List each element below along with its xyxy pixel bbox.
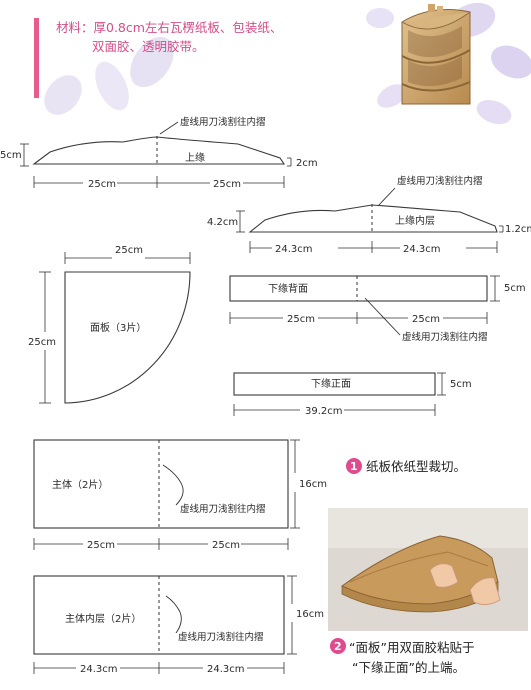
svg-text:25cm: 25cm — [213, 179, 241, 190]
materials-line1: 材料：厚0.8cm左右瓦楞纸板、包装纸、 — [56, 20, 282, 35]
dim-main-body-inner-width: 24.3cm 24.3cm — [33, 662, 285, 675]
fold-note-upper-edge-inner: 虚线用刀浅割往内摺 — [397, 175, 483, 187]
dim-face-panel-width: 25cm — [64, 245, 191, 264]
svg-text:25cm: 25cm — [212, 540, 240, 551]
dim-lower-edge-front-height: 5cm — [437, 372, 472, 396]
dim-main-body-height: 16cm — [290, 439, 327, 529]
svg-text:5cm: 5cm — [450, 379, 472, 390]
label-upper-edge: 上缘 — [185, 151, 205, 164]
dim-lower-edge-front-width: 39.2cm — [233, 404, 436, 417]
svg-text:16cm: 16cm — [299, 479, 327, 490]
fold-note-upper-edge: 虚线用刀浅割往内摺 — [180, 116, 266, 128]
shelf-photo — [401, 4, 471, 105]
pattern-upper-edge: 上缘 — [32, 136, 286, 165]
materials-line2: 双面胶、透明胶带。 — [92, 39, 205, 54]
step-2-badge — [330, 638, 346, 654]
leader-main-body — [162, 464, 184, 506]
fold-note-main-body-inner: 虚线用刀浅割往内摺 — [178, 631, 264, 643]
svg-text:24.3cm: 24.3cm — [275, 244, 313, 255]
dim-upper-edge-inner-height: 4.2cm — [207, 210, 245, 233]
dim-upper-edge-step: 2cm — [287, 157, 318, 169]
leader-main-body-inner — [165, 595, 182, 634]
svg-text:16cm: 16cm — [296, 609, 324, 620]
step-1-badge — [346, 458, 362, 474]
step-1: 1 纸板依纸型裁切。 — [346, 458, 466, 474]
dim-lower-edge-back-width: 25cm 25cm — [229, 312, 488, 325]
dim-upper-edge-width: 25cm 25cm — [33, 176, 285, 190]
pattern-main-body: 主体（2片） — [33, 439, 289, 529]
svg-text:1.2cm: 1.2cm — [505, 224, 531, 235]
svg-text:39.2cm: 39.2cm — [305, 406, 343, 417]
pattern-upper-edge-inner: 上缘内层 — [248, 204, 498, 233]
label-face-panel: 面板（3片） — [90, 321, 146, 334]
decorative-background — [44, 2, 531, 125]
step-2-photo — [328, 508, 528, 631]
step-1-number: 1 — [350, 460, 358, 473]
svg-text:5cm: 5cm — [0, 150, 22, 161]
svg-text:24.3cm: 24.3cm — [207, 664, 245, 675]
step-1-text: 纸板依纸型裁切。 — [366, 459, 466, 474]
label-main-body: 主体（2片） — [52, 478, 108, 491]
pattern-lower-edge-front: 下缘正面 — [233, 372, 436, 396]
svg-text:4.2cm: 4.2cm — [207, 217, 238, 228]
svg-text:25cm: 25cm — [412, 314, 440, 325]
dim-main-body-inner-height: 16cm — [287, 575, 324, 655]
svg-text:24.3cm: 24.3cm — [80, 664, 118, 675]
leader-lower-edge-back — [364, 297, 401, 336]
svg-text:25cm: 25cm — [287, 314, 315, 325]
svg-text:2cm: 2cm — [296, 158, 318, 169]
dim-lower-edge-back-height: 5cm — [490, 275, 526, 302]
svg-text:24.3cm: 24.3cm — [403, 244, 441, 255]
dim-main-body-width: 25cm 25cm — [33, 538, 289, 551]
pattern-lower-edge-back: 下缘背面 — [229, 275, 488, 302]
svg-text:5cm: 5cm — [504, 283, 526, 294]
dim-upper-edge-inner-width: 24.3cm 24.3cm — [249, 241, 498, 255]
pattern-main-body-inner: 主体内层（2片） — [33, 575, 285, 655]
step-2-number: 2 — [334, 640, 342, 653]
accent-bar — [34, 18, 39, 98]
pattern-face-panel: 面板（3片） — [64, 271, 191, 404]
step-2-text-line1: “面板”用双面胶粘贴于 — [349, 640, 474, 655]
dim-face-panel-height: 25cm — [28, 271, 56, 404]
label-main-body-inner: 主体内层（2片） — [65, 612, 141, 625]
label-lower-edge-front: 下缘正面 — [311, 377, 351, 390]
leader-upper-edge-inner — [377, 187, 396, 207]
svg-text:25cm: 25cm — [87, 540, 115, 551]
dim-upper-edge-inner-step: 1.2cm — [499, 224, 531, 235]
step-2: 2 “面板”用双面胶粘贴于 “下缘正面”的上端。 — [330, 638, 474, 675]
svg-text:25cm: 25cm — [88, 179, 116, 190]
fold-note-main-body: 虚线用刀浅割往内摺 — [180, 503, 266, 515]
svg-text:25cm: 25cm — [115, 245, 143, 256]
fold-note-lower-edge-back: 虚线用刀浅割往内摺 — [402, 331, 488, 343]
label-lower-edge-back: 下缘背面 — [268, 282, 308, 295]
label-upper-edge-inner: 上缘内层 — [395, 214, 435, 227]
dim-upper-edge-height: 5cm — [0, 143, 29, 167]
leader-upper-edge — [159, 121, 179, 135]
step-2-text-line2: “下缘正面”的上端。 — [352, 660, 465, 675]
svg-text:25cm: 25cm — [28, 337, 56, 348]
